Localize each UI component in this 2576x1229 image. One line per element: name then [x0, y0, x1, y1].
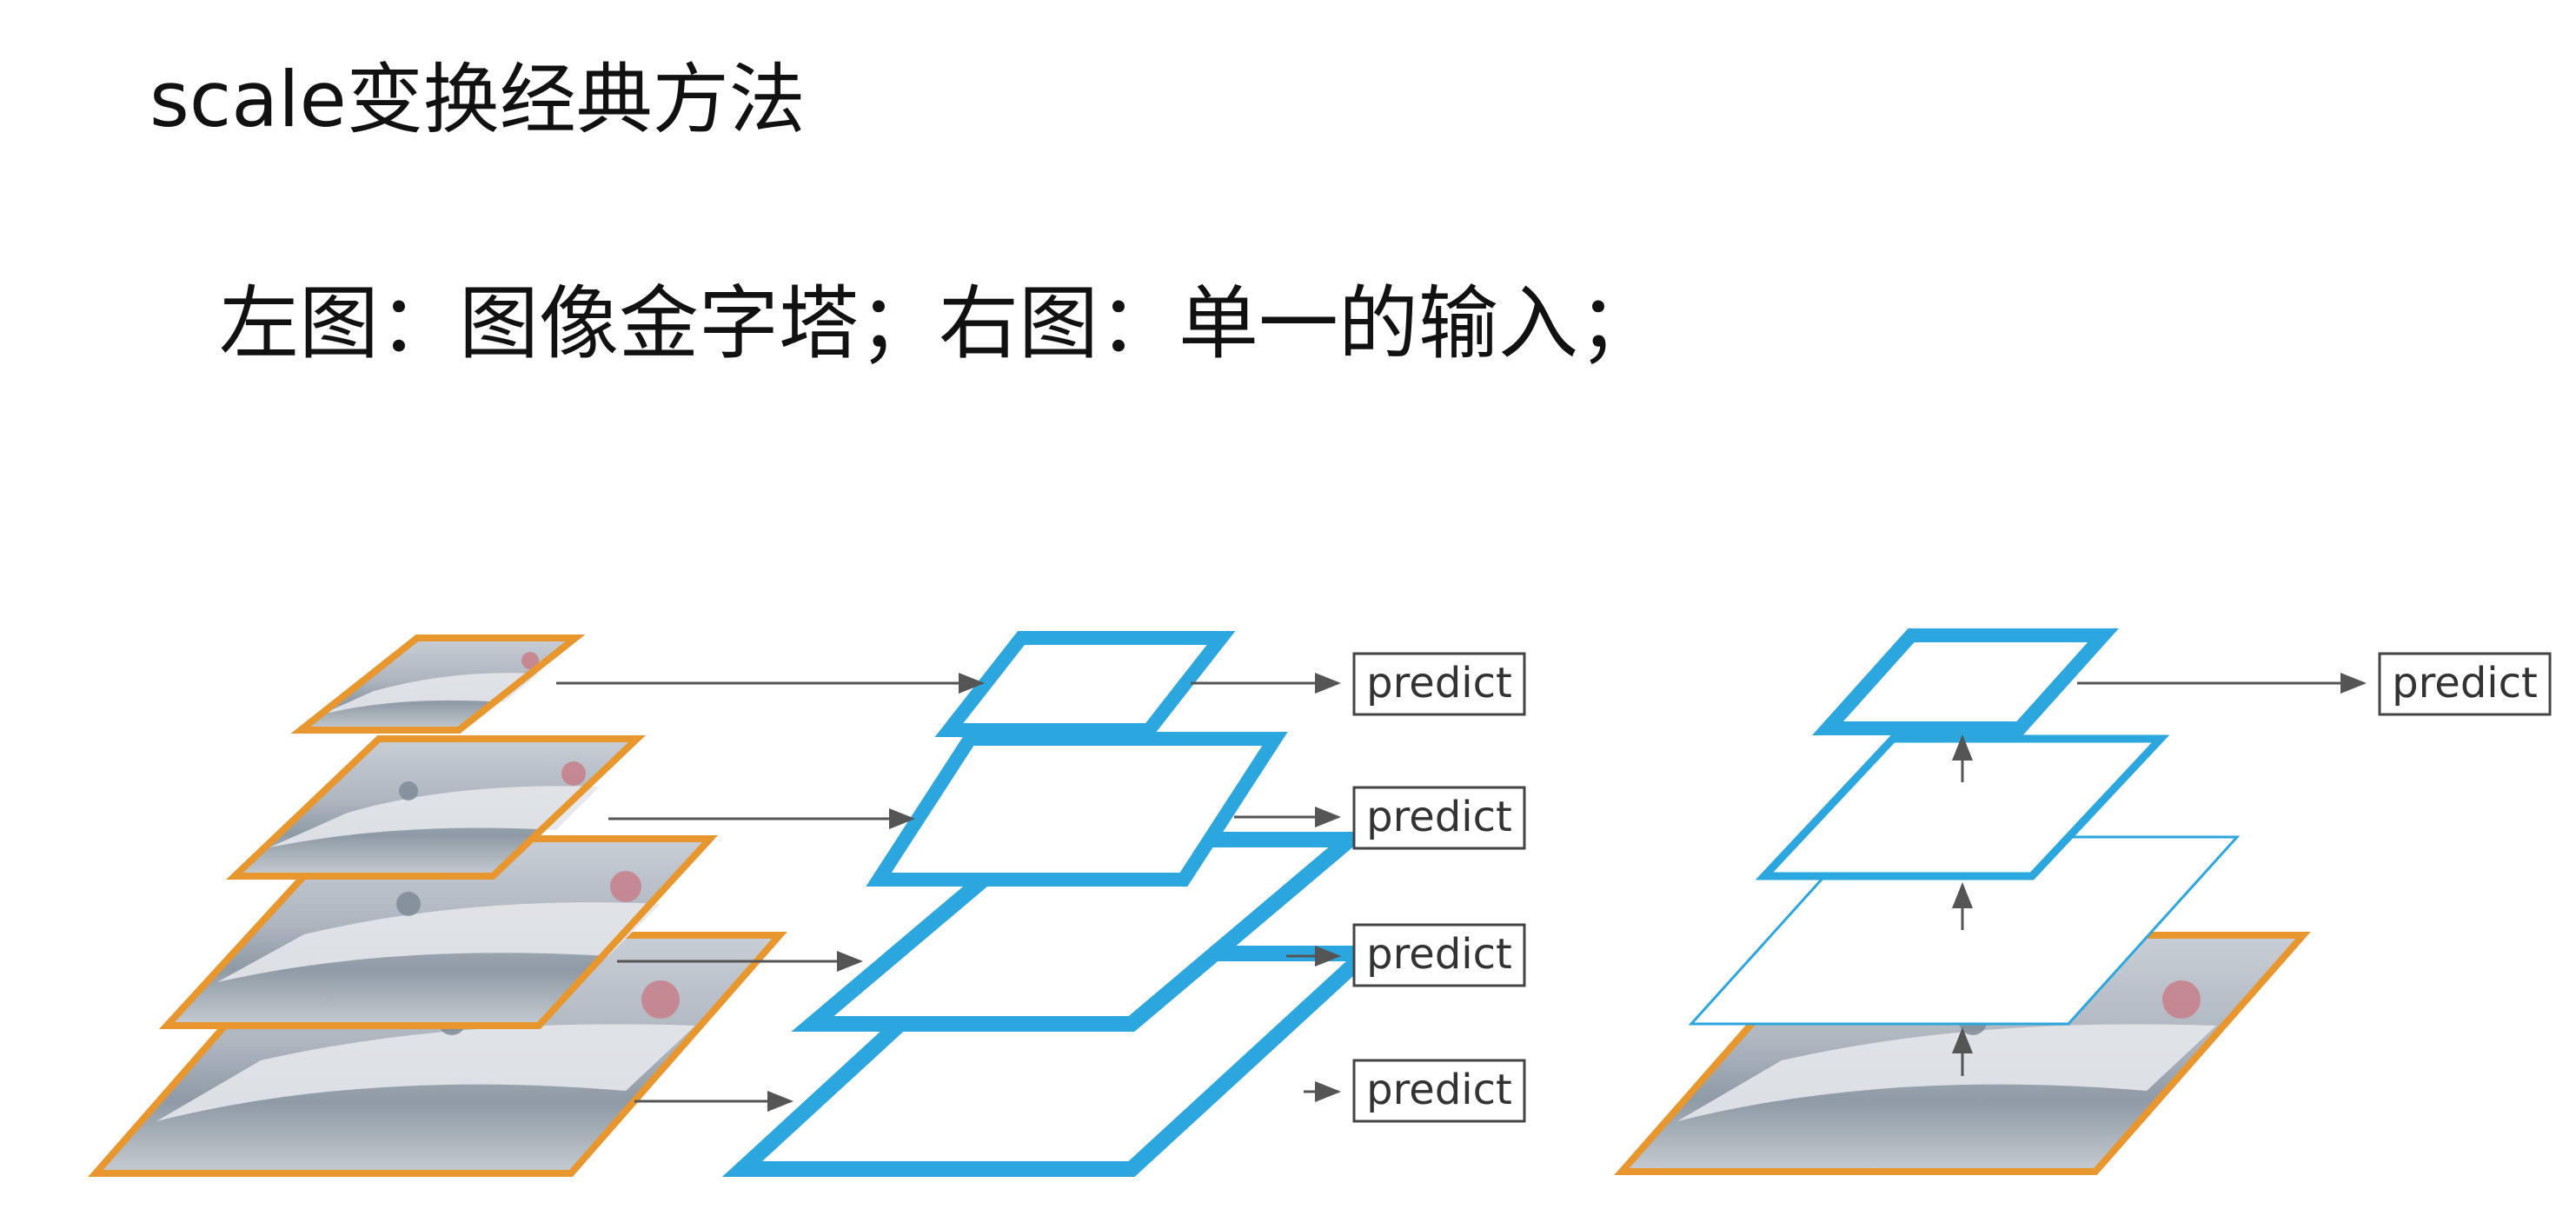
- predict-box-2: predict: [1354, 787, 1524, 848]
- image-level-1: [301, 638, 575, 730]
- feature-map-1: [949, 638, 1221, 730]
- predict-box-single: predict: [2380, 654, 2550, 714]
- single-input-network: predict: [1622, 635, 2550, 1172]
- predict-label-3: predict: [1366, 930, 1512, 979]
- predict-box-1: predict: [1354, 654, 1524, 714]
- predict-label-1: predict: [1366, 659, 1512, 708]
- predict-label-4: predict: [1366, 1066, 1512, 1114]
- feature-layer-top: [1828, 635, 2103, 728]
- image-pyramid: predict predict predict predict: [96, 638, 1524, 1173]
- predict-label-2: predict: [1366, 793, 1512, 841]
- predict-box-4: predict: [1354, 1060, 1524, 1121]
- predict-label-single: predict: [2392, 659, 2538, 708]
- predict-box-3: predict: [1354, 925, 1524, 986]
